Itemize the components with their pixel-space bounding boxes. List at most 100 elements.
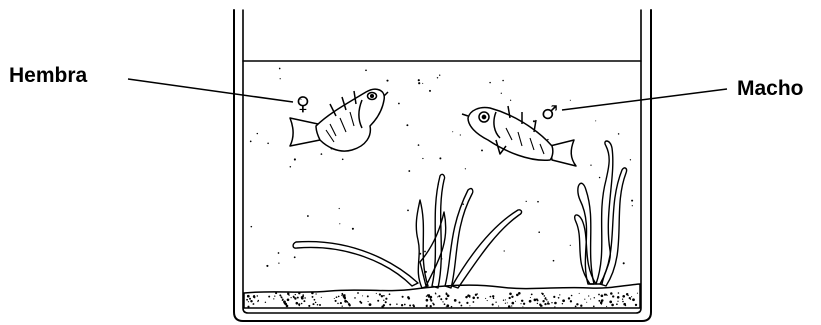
sand-grain xyxy=(314,299,316,301)
sand-grain xyxy=(274,295,275,296)
aquarium-tank xyxy=(234,10,651,321)
water-speckle xyxy=(279,68,281,70)
water-speckle xyxy=(632,205,633,206)
water-speckle xyxy=(294,158,296,160)
plant-leaf xyxy=(293,242,418,286)
sand-grain xyxy=(383,300,384,301)
sand-grain xyxy=(553,296,555,298)
sand-grain xyxy=(401,304,403,306)
water-speckle xyxy=(437,77,438,78)
sand-grain xyxy=(529,300,532,303)
water-speckle xyxy=(590,165,591,166)
sand-grain xyxy=(516,294,519,297)
water-speckle xyxy=(439,157,441,159)
sand-grain xyxy=(396,303,398,305)
water-speckle xyxy=(418,144,420,146)
sand-grain xyxy=(631,296,632,297)
sand-grain xyxy=(383,295,385,297)
sand-grain xyxy=(549,303,550,304)
sand-grain xyxy=(433,303,435,305)
sand-grain xyxy=(625,305,626,306)
water-speckle xyxy=(439,75,440,76)
water-speckle xyxy=(533,120,535,122)
water-speckle xyxy=(278,262,279,263)
sand-grain xyxy=(444,303,446,305)
sand-grain xyxy=(543,295,545,297)
water-speckle xyxy=(290,166,292,168)
water-speckle xyxy=(267,143,269,145)
water-speckle xyxy=(278,252,280,254)
male-fish xyxy=(462,106,576,166)
sand-grain xyxy=(344,300,347,303)
sand-grain xyxy=(376,293,377,294)
sand-grain xyxy=(402,296,404,298)
sand-grain xyxy=(377,300,379,302)
water-speckle xyxy=(339,223,340,224)
sand-grain xyxy=(531,293,533,295)
water-speckle xyxy=(251,226,253,228)
sand-grain xyxy=(297,297,299,299)
sand-grain xyxy=(627,295,628,296)
sand-grain xyxy=(426,299,429,302)
sand-grain xyxy=(446,292,448,294)
sand-grain xyxy=(606,306,607,307)
sand-grain xyxy=(337,303,339,305)
sand-grain xyxy=(537,299,539,301)
sand-grain xyxy=(544,303,546,305)
sand-grain xyxy=(426,296,427,297)
sand-grain xyxy=(492,295,494,297)
sand-grain xyxy=(308,305,310,307)
sand-grain xyxy=(522,306,523,307)
label-hembra: Hembra xyxy=(9,64,87,88)
sand-grain xyxy=(616,303,618,305)
sand-grain xyxy=(404,304,406,306)
water-speckle xyxy=(502,80,504,82)
sand-grain xyxy=(252,304,253,305)
sand-grain xyxy=(635,304,637,306)
sand-grain xyxy=(584,299,585,300)
label-macho: Macho xyxy=(737,77,804,101)
sand-grain xyxy=(249,298,251,300)
water-speckle xyxy=(266,265,268,267)
water-speckle xyxy=(630,159,631,160)
sand-grain xyxy=(571,295,573,297)
sand-grain xyxy=(562,299,565,302)
sand-grain xyxy=(558,297,560,299)
sand-grain xyxy=(490,296,492,298)
sand-grain xyxy=(296,302,299,305)
sand-grain xyxy=(283,299,284,300)
sand-grain xyxy=(342,306,343,307)
water-speckle xyxy=(481,149,483,151)
left-plant xyxy=(293,174,521,288)
sand-grain xyxy=(505,299,506,300)
sand-grain xyxy=(340,302,342,304)
sand-grain xyxy=(442,301,443,302)
water-speckle xyxy=(489,82,490,83)
water-speckle xyxy=(418,79,420,81)
sand-grain xyxy=(546,299,547,300)
sand-grain xyxy=(447,294,450,297)
sand-grain xyxy=(357,292,359,294)
sand-grain xyxy=(606,295,607,296)
sand-grain xyxy=(622,295,625,298)
sand-grain xyxy=(601,294,604,297)
fish-mouth xyxy=(462,114,468,116)
sand-grain xyxy=(554,302,557,305)
sand-grain xyxy=(430,305,432,307)
sand-grain xyxy=(459,302,461,304)
sand-grain xyxy=(511,302,514,305)
water-speckle xyxy=(339,208,340,209)
plant-leaf xyxy=(416,200,428,288)
fish-tail xyxy=(550,140,576,166)
sand-grain xyxy=(547,301,548,302)
sand-grain xyxy=(492,304,494,306)
sand-grain xyxy=(334,298,335,299)
sand-grain xyxy=(369,303,372,306)
sand-grain xyxy=(409,304,411,306)
water-speckle xyxy=(257,133,258,134)
sand-grain xyxy=(385,301,387,303)
water-speckle xyxy=(386,80,388,82)
water-speckle xyxy=(595,120,596,121)
sand-grain xyxy=(343,296,346,299)
sand-grain xyxy=(511,296,513,298)
